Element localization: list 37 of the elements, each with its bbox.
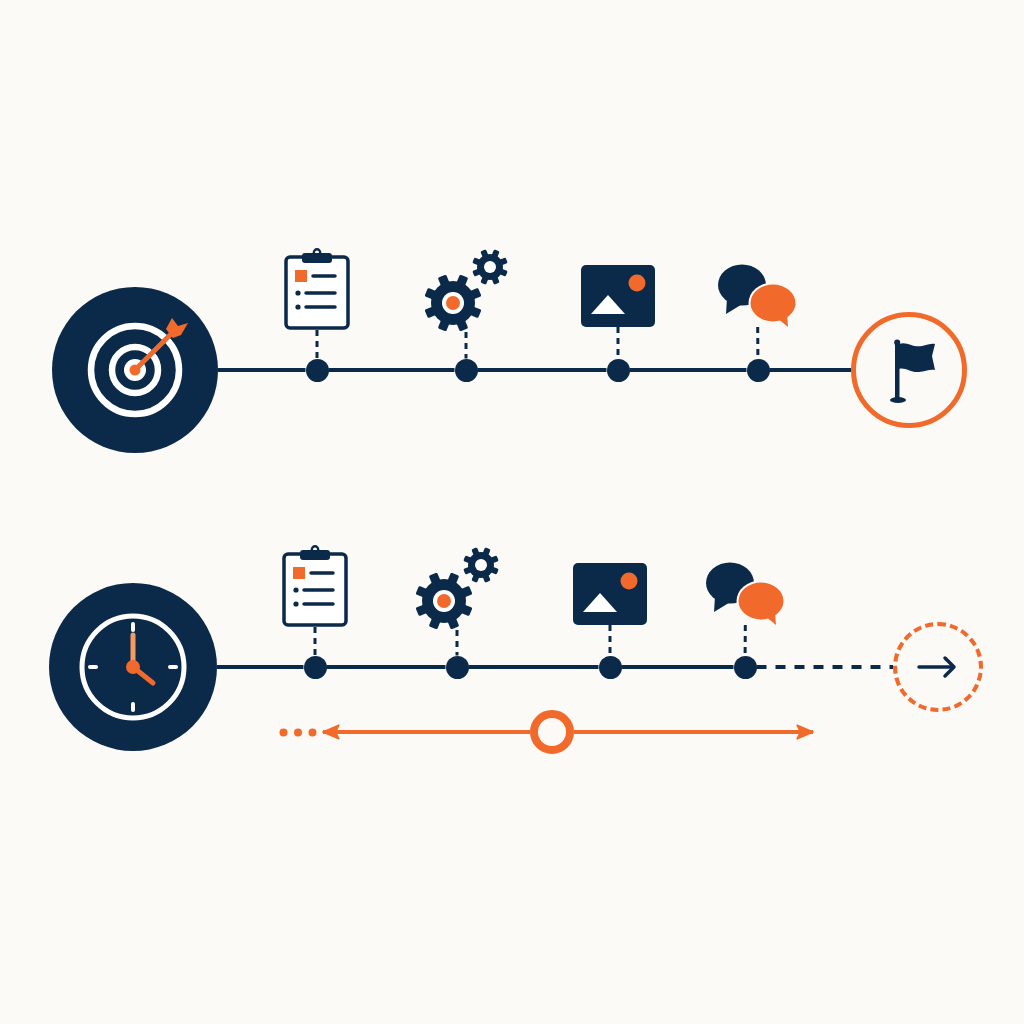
leader-line	[464, 332, 468, 359]
leader-line	[743, 625, 747, 656]
arrow	[574, 724, 814, 740]
leader-line	[313, 627, 317, 656]
timeline-dot	[454, 358, 478, 382]
leader-line	[455, 630, 459, 656]
timeline-line	[629, 368, 747, 372]
timeline-dot	[733, 655, 757, 679]
timeline-line	[328, 368, 455, 372]
leader-line	[608, 625, 612, 656]
arrow	[322, 724, 530, 740]
image-icon	[581, 265, 655, 327]
leader-line	[315, 330, 319, 359]
timeline-line	[326, 665, 446, 669]
timeline-dot	[598, 655, 622, 679]
dashed-circle	[893, 622, 983, 712]
timeline-line	[468, 665, 599, 669]
timeline-dot	[606, 358, 630, 382]
timeline-dot	[305, 358, 329, 382]
chat-icon	[717, 264, 798, 327]
timeline-dot	[445, 655, 469, 679]
gears-icon	[414, 547, 500, 630]
timeline-line	[217, 665, 304, 669]
ring-marker	[530, 710, 574, 754]
timeline-line	[769, 368, 851, 372]
timeline-line	[218, 368, 306, 372]
chat-icon	[705, 562, 786, 625]
image-icon	[573, 563, 647, 625]
gears-icon	[423, 249, 509, 332]
clipboard-icon	[282, 545, 348, 627]
timeline-dot	[303, 655, 327, 679]
end-circle	[851, 312, 967, 428]
timeline-line	[621, 665, 734, 669]
clipboard-icon	[284, 248, 350, 330]
dashed-line	[756, 665, 893, 669]
timeline-dot	[746, 358, 770, 382]
timeline-line	[477, 368, 607, 372]
